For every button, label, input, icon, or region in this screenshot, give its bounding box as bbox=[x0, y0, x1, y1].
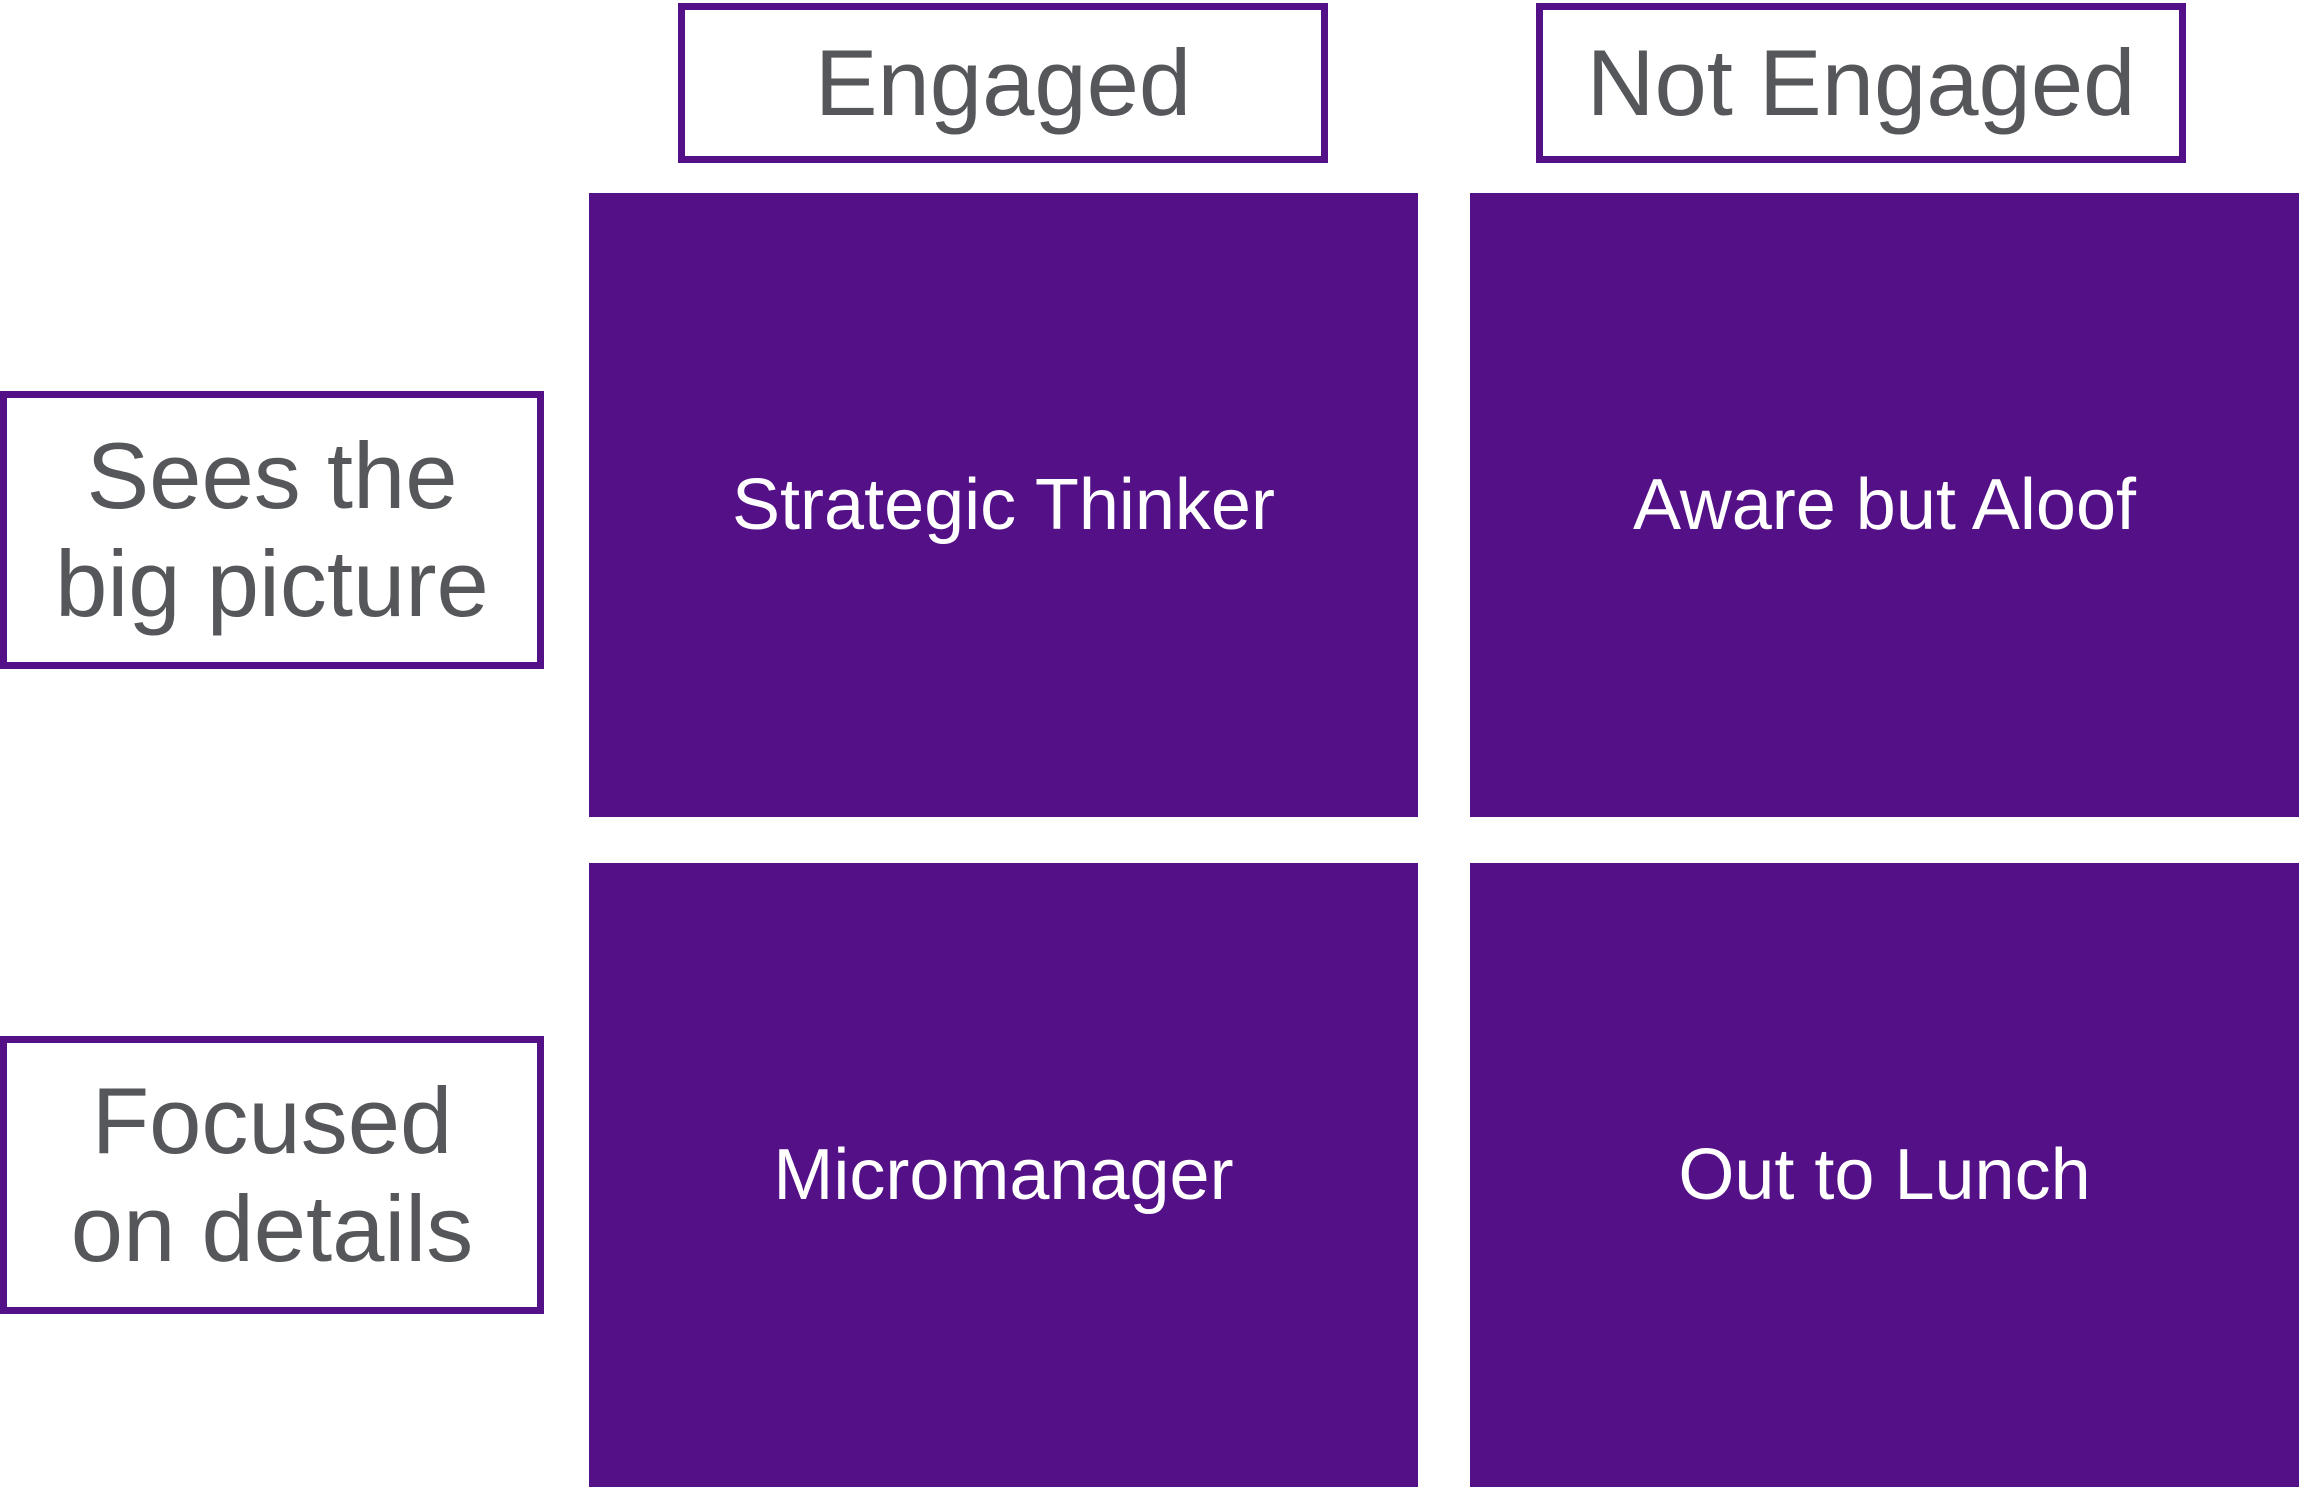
column-header-not-engaged: Not Engaged bbox=[1536, 3, 2186, 163]
row-header-big-picture-line2: big picture bbox=[55, 531, 489, 636]
row-header-big-picture-line1: Sees the bbox=[86, 423, 458, 528]
column-header-engaged-text: Engaged bbox=[814, 30, 1192, 135]
row-header-details-line1: Focused bbox=[91, 1068, 453, 1173]
quadrant-out-to-lunch-text: Out to Lunch bbox=[1678, 1135, 2091, 1215]
quadrant-out-to-lunch: Out to Lunch bbox=[1470, 863, 2299, 1487]
quadrant-micromanager: Micromanager bbox=[589, 863, 1418, 1487]
quadrant-strategic-thinker-text: Strategic Thinker bbox=[732, 465, 1275, 545]
quadrant-aware-but-aloof-text: Aware but Aloof bbox=[1632, 465, 2136, 545]
quadrant-strategic-thinker: Strategic Thinker bbox=[589, 193, 1418, 817]
quadrant-aware-but-aloof: Aware but Aloof bbox=[1470, 193, 2299, 817]
row-header-details-line2: on details bbox=[70, 1176, 474, 1281]
column-header-engaged: Engaged bbox=[678, 3, 1328, 163]
quadrant-micromanager-text: Micromanager bbox=[773, 1135, 1234, 1215]
row-header-big-picture: Sees the big picture bbox=[0, 391, 544, 669]
row-header-details: Focused on details bbox=[0, 1036, 544, 1314]
column-header-not-engaged-text: Not Engaged bbox=[1586, 30, 2136, 135]
